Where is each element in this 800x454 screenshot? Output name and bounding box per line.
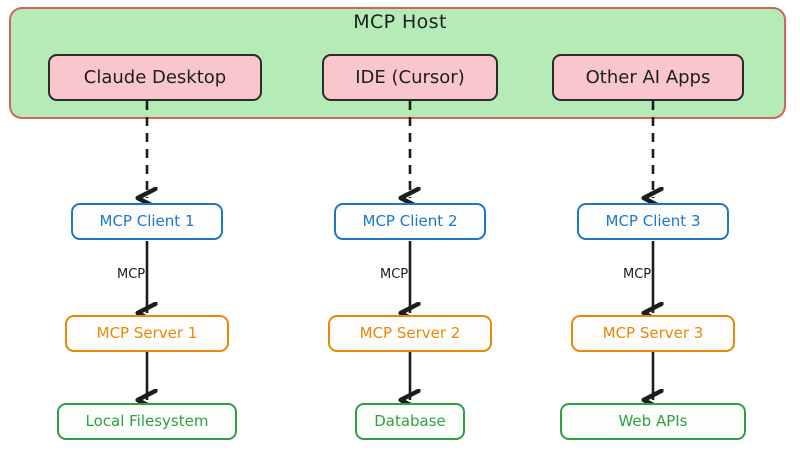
node-client-label: MCP Client 2 — [362, 212, 458, 231]
node-resource-local-filesystem[interactable]: Local Filesystem — [57, 403, 237, 440]
edge-label-mcp-1: MCP — [117, 267, 146, 282]
edge-label-mcp-3: MCP — [623, 267, 652, 282]
node-resource-label: Local Filesystem — [85, 412, 209, 431]
node-resource-label: Database — [374, 412, 446, 431]
mcp-host-title: MCP Host — [353, 11, 447, 33]
node-client-3[interactable]: MCP Client 3 — [577, 203, 729, 240]
node-app-claude-desktop[interactable]: Claude Desktop — [48, 54, 262, 101]
node-app-other-ai-apps[interactable]: Other AI Apps — [552, 54, 744, 101]
node-server-2[interactable]: MCP Server 2 — [328, 315, 492, 352]
node-client-1[interactable]: MCP Client 1 — [71, 203, 223, 240]
node-server-label: MCP Server 1 — [96, 324, 198, 343]
node-client-2[interactable]: MCP Client 2 — [334, 203, 486, 240]
node-resource-label: Web APIs — [618, 412, 688, 431]
node-client-label: MCP Client 3 — [605, 212, 701, 231]
node-client-label: MCP Client 1 — [99, 212, 195, 231]
node-server-3[interactable]: MCP Server 3 — [571, 315, 735, 352]
node-app-label: IDE (Cursor) — [355, 66, 465, 88]
node-app-label: Claude Desktop — [83, 66, 227, 88]
node-resource-web-apis[interactable]: Web APIs — [560, 403, 746, 440]
node-app-label: Other AI Apps — [585, 66, 711, 88]
node-server-1[interactable]: MCP Server 1 — [65, 315, 229, 352]
node-resource-database[interactable]: Database — [355, 403, 465, 440]
node-app-ide-cursor[interactable]: IDE (Cursor) — [322, 54, 498, 101]
node-server-label: MCP Server 2 — [359, 324, 461, 343]
edge-label-mcp-2: MCP — [380, 267, 409, 282]
node-server-label: MCP Server 3 — [602, 324, 704, 343]
